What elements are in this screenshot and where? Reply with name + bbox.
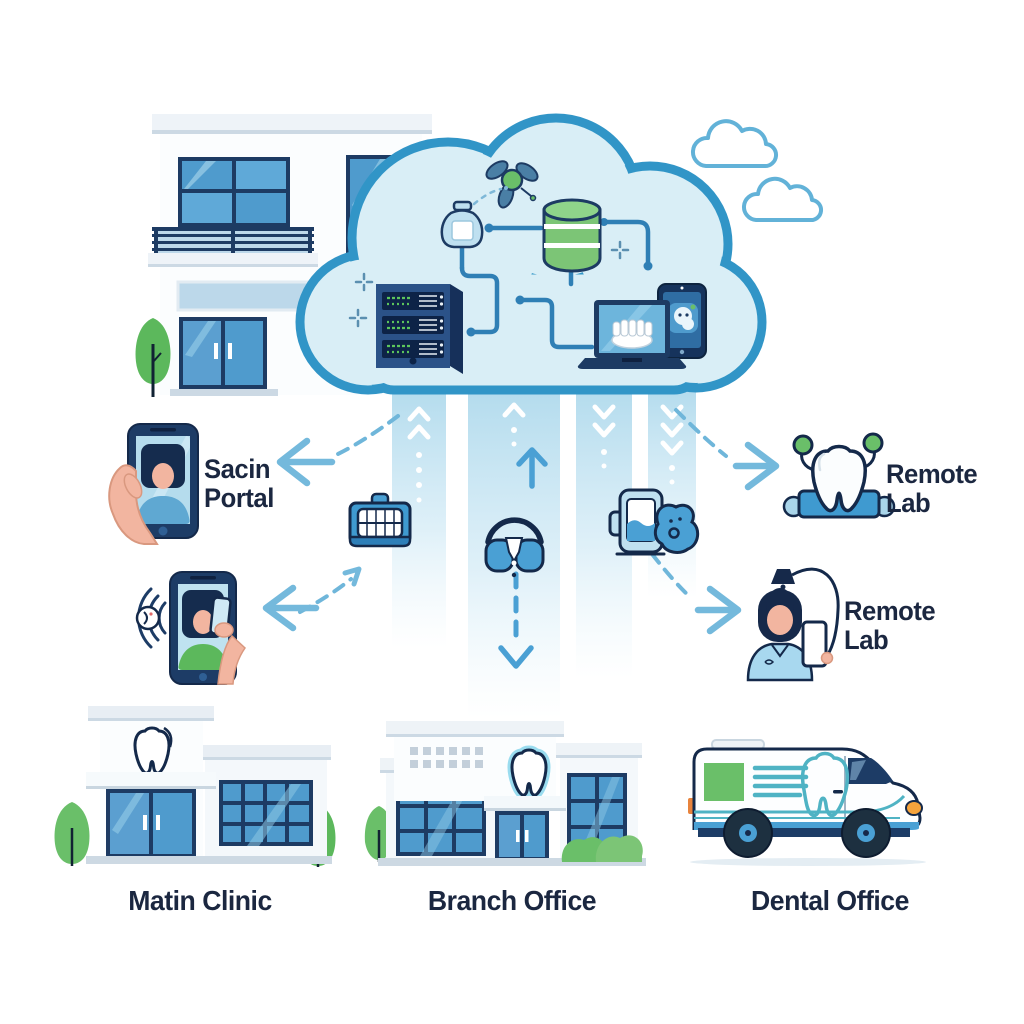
window-grid [396,779,486,856]
right-arrow-icon [732,441,780,491]
tree-icon [135,318,171,397]
supply-jar-icon [440,186,508,249]
server-rack-icon [376,284,463,374]
laptop-dental-scan-icon [577,300,687,369]
mobile-mascot-icon [608,488,700,556]
entrance-doors [106,789,196,857]
main-clinic-building [54,706,336,867]
wheel-icon [841,808,891,858]
arrow-to-patient-portal [336,414,400,456]
smartphone-portal-icon [108,423,199,545]
sparkle-icon [348,240,630,328]
connector-dots [466,218,653,337]
remote-lab-technician-icon [746,567,840,682]
arrow-to-remote-lab-technician [650,552,692,599]
up-right-arrow-icon [342,566,362,587]
remote-lab-upper-label: Remote Lab [886,459,978,518]
window-grid [219,780,313,846]
smartphone-videocall-icon [135,571,246,685]
remote-lab-tooth-icon [782,432,896,519]
headset-agent-icon [484,517,545,578]
remote-lab-lower-label: Remote Lab [844,596,936,655]
arrow-to-remote-lab-tooth [674,408,728,458]
window-grid [178,157,290,227]
right-arrow-icon [694,585,742,635]
data-streams [392,386,696,718]
main-clinic-label: Matin Clinic [128,885,272,916]
up-arrow [516,447,548,489]
tooth-decal-icon [800,751,850,818]
tablet-mascot-icon [657,283,707,359]
dental-office-label: Dental Office [751,885,909,916]
patient-portal-label: Sacin Portal [204,454,274,513]
down-arrow [498,571,534,669]
branch-office-label: Branch Office [427,885,597,916]
balcony [148,227,318,267]
vent-grid [410,747,483,768]
left-arrow-icon [262,584,320,632]
arrow-glyphs [262,437,780,635]
wheel-icon [723,808,773,858]
left-arrow-icon [276,437,336,487]
entrance-doors [495,811,549,860]
entrance-doors [179,317,267,389]
circuit-connectors [459,219,651,350]
branch-office-building [364,721,646,866]
dental-van-icon [688,739,926,866]
denture-case-icon [348,492,412,548]
bush-icon [561,835,643,862]
tooth-sign-icon [507,745,551,800]
database-icon [542,198,602,273]
small-cloud-icon [690,119,823,223]
molecule-icon [485,160,539,209]
